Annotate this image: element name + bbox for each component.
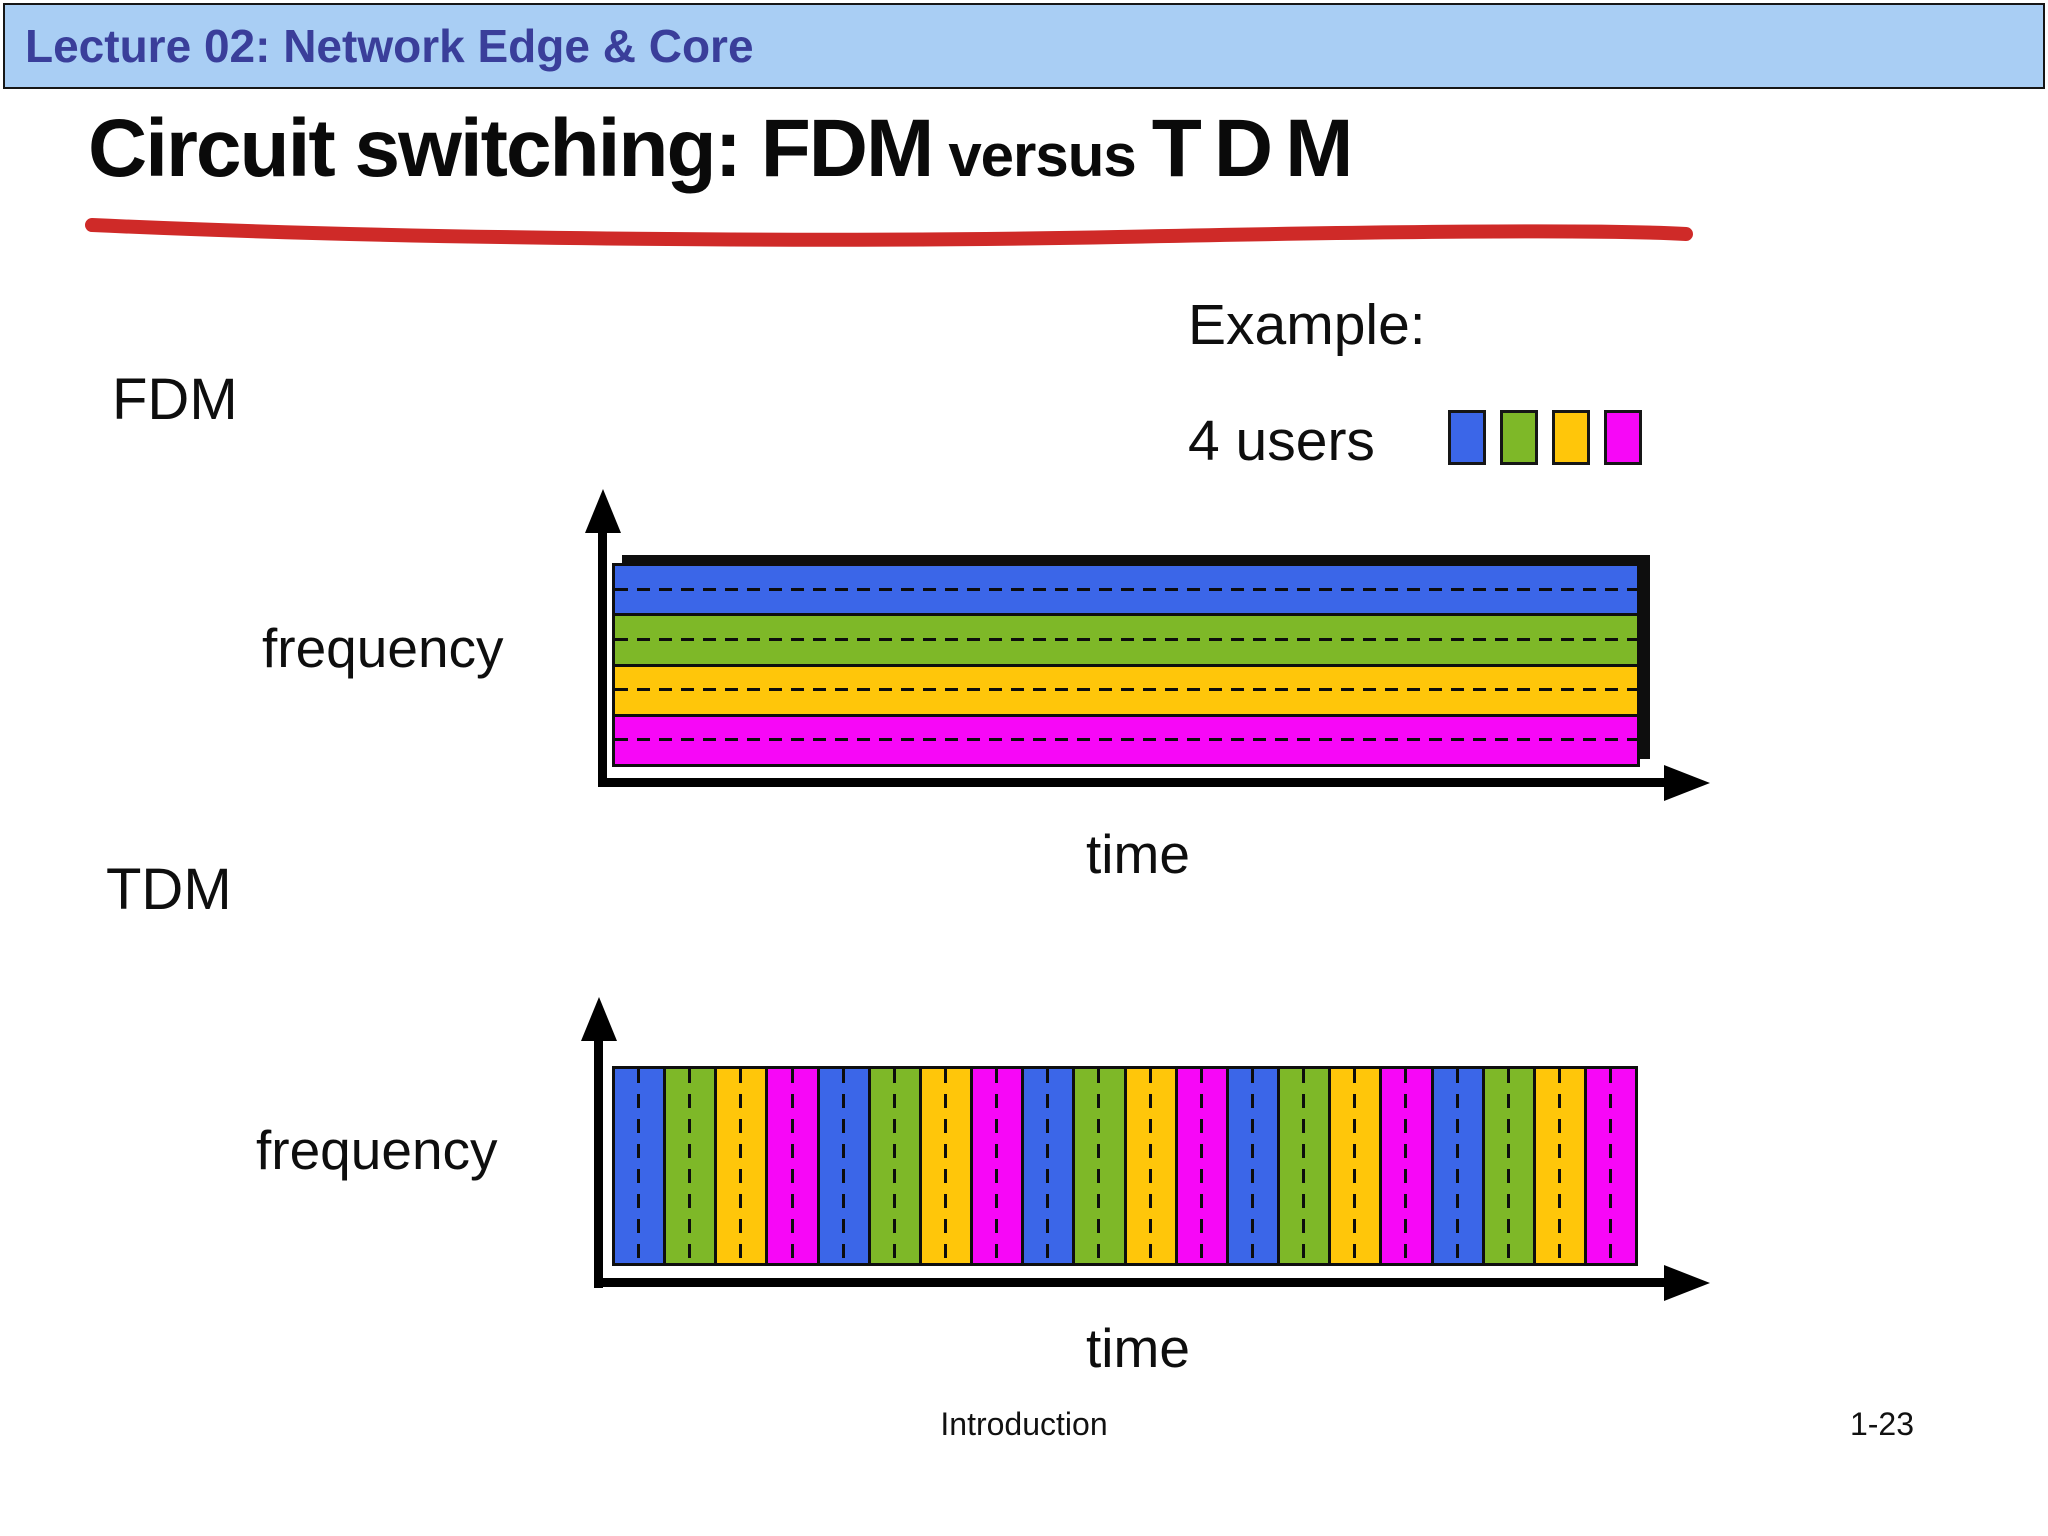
title-main: Circuit switching: FDM (88, 103, 934, 194)
dashed-divider (739, 1069, 743, 1263)
tdm-slot-user-green (1075, 1069, 1127, 1263)
tdm-slot-user-blue (1433, 1069, 1485, 1263)
tdm-slot-user-green (1484, 1069, 1536, 1263)
lecture-title: Lecture 02: Network Edge & Core (25, 20, 754, 72)
red-underline-stroke (85, 218, 1693, 247)
tdm-slot-user-blue (1024, 1069, 1076, 1263)
dashed-divider (1557, 1069, 1561, 1263)
fdm-band-user-blue (615, 566, 1637, 617)
tdm-y-axis-arrow-icon (581, 997, 617, 1041)
tdm-slot-user-magenta (973, 1069, 1025, 1263)
dashed-divider (1302, 1069, 1306, 1263)
tdm-slot-user-blue (819, 1069, 871, 1263)
fdm-x-axis-line (598, 778, 1668, 787)
dashed-divider (637, 1069, 641, 1263)
header-bar: Lecture 02: Network Edge & Core (3, 3, 2045, 89)
footer-section-name: Introduction (940, 1406, 1108, 1442)
dashed-divider (1046, 1069, 1050, 1263)
example-heading: Example: (1188, 293, 1426, 357)
fdm-x-axis-arrow-icon (1664, 765, 1710, 801)
dashed-divider (615, 587, 1637, 591)
dashed-divider (790, 1069, 794, 1263)
tdm-y-axis-label: frequency (256, 1119, 498, 1181)
tdm-slot-user-green (666, 1069, 718, 1263)
fdm-section-label: FDM (112, 367, 238, 432)
footer-page-number: 1-23 (1849, 1406, 1914, 1442)
dashed-divider (1455, 1069, 1459, 1263)
dashed-divider (944, 1069, 948, 1263)
page-title: Circuit switching: FDM versus TDM (88, 102, 1365, 196)
dashed-divider (615, 738, 1637, 742)
dashed-divider (615, 688, 1637, 692)
fdm-x-axis-label: time (1086, 823, 1190, 885)
fdm-band-user-yellow (615, 666, 1637, 717)
fdm-band-stack (612, 563, 1640, 767)
dashed-divider (892, 1069, 896, 1263)
user-color-legend (1448, 410, 1642, 465)
legend-swatch-user-magenta (1604, 410, 1642, 465)
tdm-slot-user-yellow (921, 1069, 974, 1263)
tdm-slot-user-magenta (1382, 1069, 1434, 1263)
dashed-divider (1250, 1069, 1254, 1263)
dashed-divider (1506, 1069, 1510, 1263)
dashed-divider (1097, 1069, 1101, 1263)
tdm-slot-user-green (1280, 1069, 1332, 1263)
legend-swatch-user-yellow (1552, 410, 1590, 465)
dashed-divider (1148, 1069, 1152, 1263)
tdm-slot-user-yellow (717, 1069, 769, 1263)
tdm-x-axis-line (594, 1278, 1668, 1287)
fdm-band-user-green (615, 616, 1637, 667)
title-tdm: TDM (1151, 103, 1366, 194)
dashed-divider (1404, 1069, 1408, 1263)
tdm-slot-user-yellow (1331, 1069, 1383, 1263)
tdm-slot-user-magenta (768, 1069, 820, 1263)
dashed-divider (615, 637, 1637, 641)
dashed-divider (841, 1069, 845, 1263)
legend-swatch-user-blue (1448, 410, 1486, 465)
fdm-y-axis-arrow-icon (585, 489, 621, 533)
tdm-x-axis-label: time (1086, 1317, 1190, 1379)
tdm-slot-user-blue (615, 1069, 667, 1263)
legend-swatch-user-green (1500, 410, 1538, 465)
fdm-y-axis-line (598, 530, 607, 787)
dashed-divider (1609, 1069, 1613, 1263)
dashed-divider (1353, 1069, 1357, 1263)
tdm-slot-user-green (870, 1069, 922, 1263)
dashed-divider (1199, 1069, 1203, 1263)
example-users-count: 4 users (1188, 409, 1375, 473)
tdm-slot-user-magenta (1177, 1069, 1229, 1263)
tdm-y-axis-line (594, 1038, 603, 1288)
fdm-band-user-magenta (615, 716, 1637, 764)
tdm-slot-user-magenta (1586, 1069, 1636, 1263)
tdm-slot-user-yellow (1535, 1069, 1587, 1263)
tdm-section-label: TDM (106, 857, 232, 922)
tdm-slot-stack (612, 1066, 1638, 1266)
tdm-slot-user-yellow (1126, 1069, 1178, 1263)
dashed-divider (688, 1069, 692, 1263)
dashed-divider (995, 1069, 999, 1263)
tdm-x-axis-arrow-icon (1664, 1265, 1710, 1301)
fdm-y-axis-label: frequency (262, 617, 504, 679)
tdm-slot-user-blue (1228, 1069, 1281, 1263)
title-versus: versus (948, 122, 1136, 189)
